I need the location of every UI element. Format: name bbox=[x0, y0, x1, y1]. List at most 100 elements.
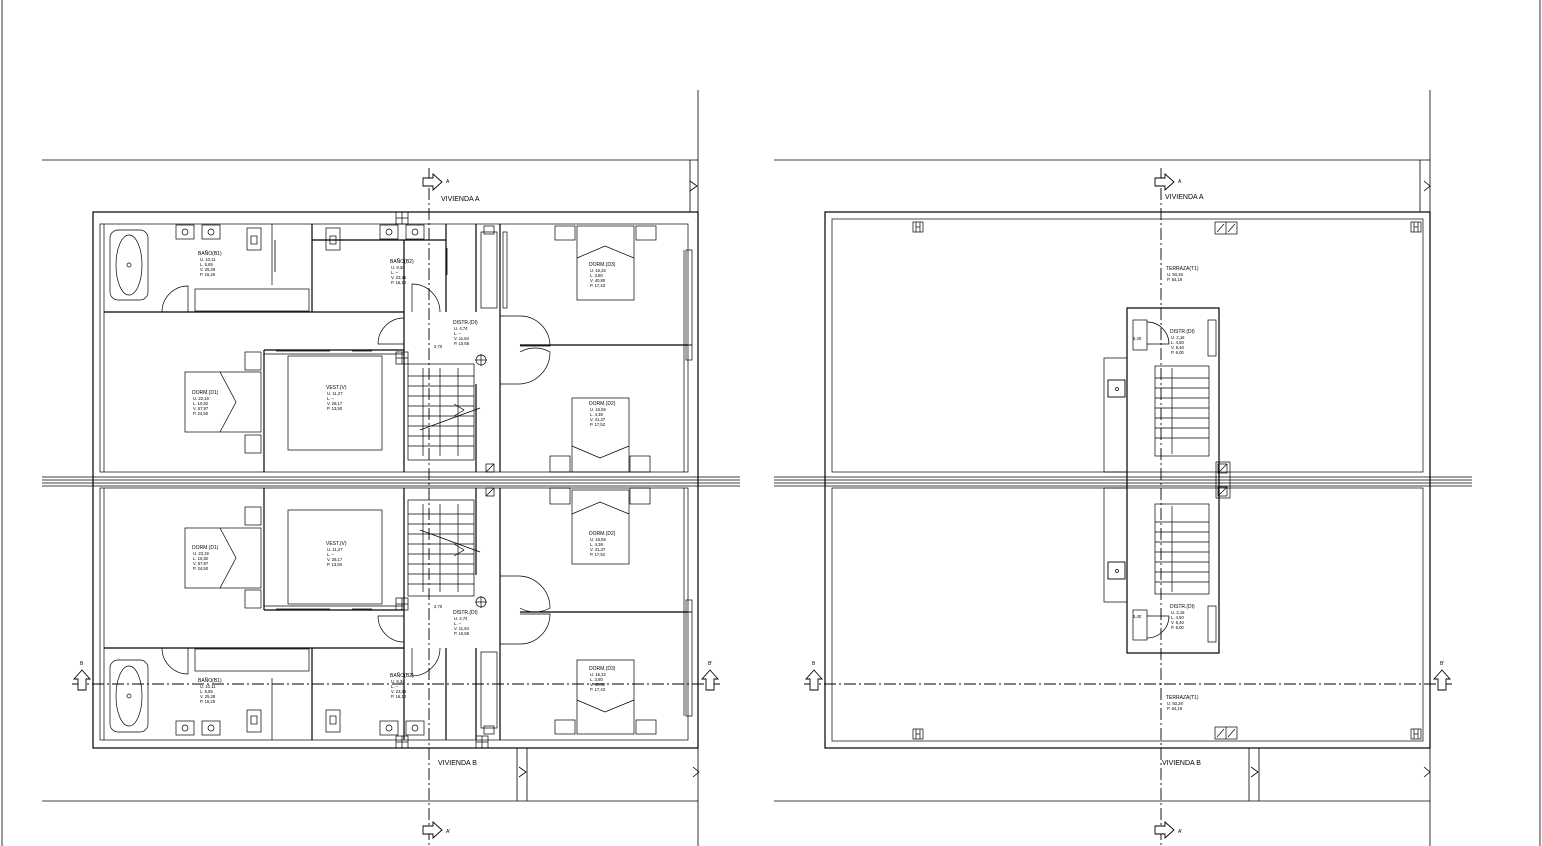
unit-b-label: VIVIENDA B bbox=[438, 760, 477, 767]
svg-text:VEST.(V): VEST.(V) bbox=[326, 385, 347, 391]
svg-text:DISTR.(DI): DISTR.(DI) bbox=[1170, 329, 1195, 335]
svg-text:DISTR.(DI): DISTR.(DI) bbox=[453, 320, 478, 326]
left-floor-plan: VIVIENDA A VIVIENDA B A A' B B' 2,70 2,7… bbox=[42, 90, 740, 846]
svg-text:U. 16,32: U. 16,32 bbox=[590, 268, 607, 273]
column-mark bbox=[395, 211, 409, 365]
level-mark: 2,70 bbox=[434, 604, 443, 609]
svg-text:V. 40,80: V. 40,80 bbox=[590, 278, 606, 283]
door-swing bbox=[161, 285, 189, 313]
svg-text:V. 23,35: V. 23,35 bbox=[391, 689, 407, 694]
svg-text:U. 93,26: U. 93,26 bbox=[1167, 701, 1184, 706]
door-swing bbox=[1146, 615, 1170, 639]
staircase bbox=[407, 499, 481, 597]
room-tag: DORM.(D1) U. 23,19 L. 10,82 V. 57,97 P. … bbox=[192, 390, 219, 416]
room-tag: BAÑO(B2) U. 9,34 L. – V. 23,35 P. 16,10 bbox=[390, 672, 414, 699]
section-a-prime-tag: A' bbox=[1178, 829, 1182, 835]
level-mark: 5,40 bbox=[1133, 336, 1142, 341]
section-a-tag: A bbox=[446, 179, 450, 185]
right-plan-labels: VIVIENDA A VIVIENDA B A A' B B' 5,40 5,4… bbox=[812, 179, 1444, 835]
svg-text:P. 10,65: P. 10,65 bbox=[454, 341, 470, 346]
stair-core bbox=[1103, 307, 1231, 654]
door-swing bbox=[500, 613, 551, 645]
svg-text:P. 15,25: P. 15,25 bbox=[200, 699, 216, 704]
svg-text:U. 9,34: U. 9,34 bbox=[391, 679, 405, 684]
door-swing bbox=[377, 317, 405, 345]
svg-text:P. 54,19: P. 54,19 bbox=[1167, 706, 1183, 711]
bed-icon bbox=[549, 487, 651, 565]
left-site-lines bbox=[42, 90, 740, 846]
section-a-prime-tag: A' bbox=[446, 829, 450, 835]
svg-text:BAÑO(B1): BAÑO(B1) bbox=[198, 250, 222, 257]
unit-a-label: VIVIENDA A bbox=[1165, 194, 1204, 201]
section-b-tag: B bbox=[812, 661, 816, 667]
door-swing bbox=[411, 283, 441, 313]
svg-text:DORM.(D1): DORM.(D1) bbox=[192, 390, 219, 396]
svg-text:DORM.(D2): DORM.(D2) bbox=[589, 401, 616, 407]
door-swing bbox=[377, 615, 405, 643]
svg-text:DORM.(D1): DORM.(D1) bbox=[192, 545, 219, 551]
section-axes bbox=[804, 168, 1452, 846]
svg-text:V. 11,84: V. 11,84 bbox=[454, 336, 470, 341]
room-tag: VEST.(V) U. 11,27 L. – V. 28,17 P. 13,50 bbox=[326, 541, 347, 567]
bathtub-icon bbox=[109, 229, 149, 301]
svg-text:P. 54,19: P. 54,19 bbox=[1167, 277, 1183, 282]
svg-text:L. 5,85: L. 5,85 bbox=[200, 262, 213, 267]
room-tag: DORM.(D1) U. 23,19 L. 10,82 V. 57,97 P. … bbox=[192, 545, 219, 571]
svg-text:V. 23,35: V. 23,35 bbox=[391, 275, 407, 280]
svg-text:P. 13,50: P. 13,50 bbox=[327, 562, 343, 567]
svg-text:V. 25,28: V. 25,28 bbox=[200, 694, 216, 699]
room-tag: BAÑO(B1) U. 10,11 L. 5,85 V. 25,28 P. 15… bbox=[198, 250, 222, 277]
room-tag: DISTR.(DI) U. 4,74 L. – V. 11,84 P. 10,6… bbox=[453, 320, 478, 346]
closet-area bbox=[287, 509, 383, 605]
svg-text:P. 10,65: P. 10,65 bbox=[454, 631, 470, 636]
svg-text:L. –: L. – bbox=[391, 684, 399, 689]
section-b-prime-tag: B' bbox=[1440, 661, 1444, 667]
svg-text:L. 3,80: L. 3,80 bbox=[590, 677, 603, 682]
svg-text:L. –: L. – bbox=[327, 552, 335, 557]
svg-text:U. 9,34: U. 9,34 bbox=[391, 265, 405, 270]
right-floor-plan: VIVIENDA A VIVIENDA B A A' B B' 5,40 5,4… bbox=[774, 90, 1472, 846]
duct-icon bbox=[485, 463, 495, 473]
svg-text:V. 25,28: V. 25,28 bbox=[200, 267, 216, 272]
svg-text:U. 93,26: U. 93,26 bbox=[1167, 272, 1184, 277]
svg-text:TERRAZA(T1): TERRAZA(T1) bbox=[1166, 695, 1199, 701]
svg-text:V. 40,80: V. 40,80 bbox=[590, 682, 606, 687]
svg-text:U. 16,55: U. 16,55 bbox=[590, 537, 607, 542]
room-tag: DORM.(D3) U. 16,32 L. 3,80 V. 40,80 P. 1… bbox=[589, 666, 616, 692]
svg-text:P. 17,52: P. 17,52 bbox=[590, 422, 606, 427]
staircase bbox=[407, 363, 481, 461]
counter bbox=[194, 648, 310, 672]
svg-text:L. 10,82: L. 10,82 bbox=[193, 401, 209, 406]
door-swing bbox=[500, 575, 551, 613]
room-tag: TERRAZA(T1) U. 93,26 P. 54,19 bbox=[1166, 266, 1199, 282]
svg-text:V. 41,37: V. 41,37 bbox=[590, 547, 606, 552]
svg-text:V. 57,97: V. 57,97 bbox=[193, 406, 209, 411]
svg-text:TERRAZA(T1): TERRAZA(T1) bbox=[1166, 266, 1199, 272]
svg-text:V. 28,17: V. 28,17 bbox=[327, 557, 343, 562]
sink-icon bbox=[379, 720, 425, 736]
section-arrow-icon bbox=[804, 172, 1452, 840]
section-axes bbox=[72, 168, 720, 846]
svg-text:DORM.(D3): DORM.(D3) bbox=[589, 666, 616, 672]
section-a-tag: A bbox=[1178, 179, 1182, 185]
svg-text:P. 16,10: P. 16,10 bbox=[391, 280, 407, 285]
svg-text:L. –: L. – bbox=[391, 270, 399, 275]
svg-text:U. 4,74: U. 4,74 bbox=[454, 616, 468, 621]
door-swing bbox=[411, 647, 441, 677]
column-mark bbox=[395, 597, 489, 749]
svg-text:L. –: L. – bbox=[327, 396, 335, 401]
svg-text:L. 4,50: L. 4,50 bbox=[1171, 615, 1184, 620]
toilet-icon bbox=[325, 709, 341, 733]
roof-drain-icon bbox=[912, 221, 1422, 740]
svg-text:U. 16,55: U. 16,55 bbox=[590, 407, 607, 412]
svg-text:U. 11,27: U. 11,27 bbox=[327, 391, 343, 396]
unit-a-upper-floor bbox=[104, 211, 688, 473]
svg-text:V. 41,37: V. 41,37 bbox=[590, 417, 606, 422]
svg-text:DISTR.(DI): DISTR.(DI) bbox=[453, 610, 478, 616]
svg-text:P. 17,43: P. 17,43 bbox=[590, 283, 606, 288]
bathtub-icon bbox=[109, 659, 149, 733]
svg-text:U. 23,19: U. 23,19 bbox=[193, 396, 210, 401]
sink-icon bbox=[379, 224, 425, 240]
door-swing bbox=[500, 315, 551, 347]
